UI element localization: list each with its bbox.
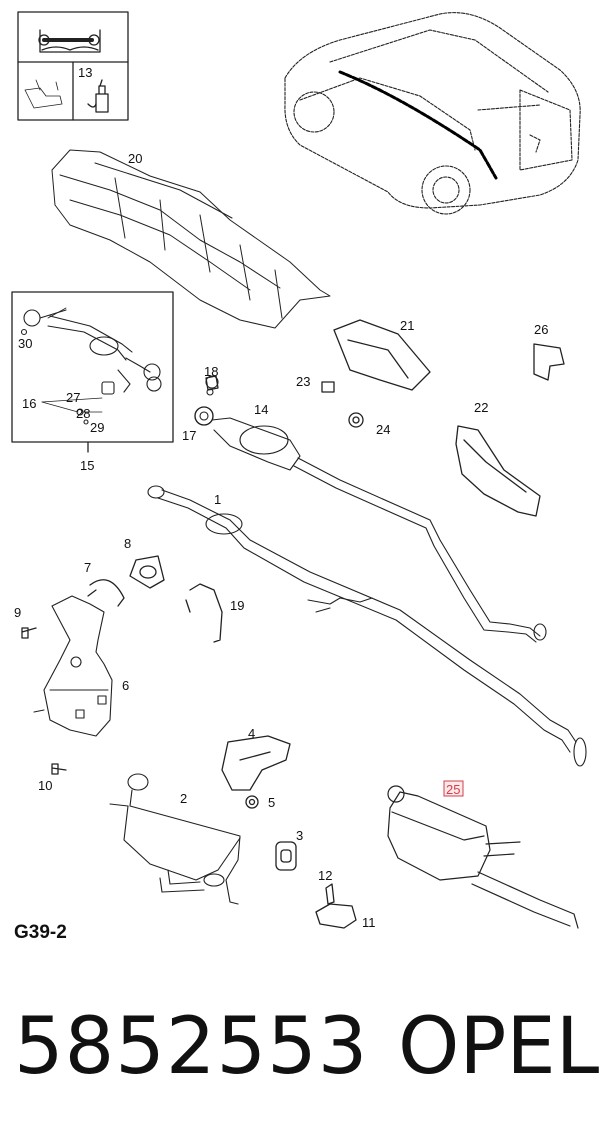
front-pipe-14 xyxy=(194,375,547,643)
grommet-5 xyxy=(245,795,259,809)
callout-7: 7 xyxy=(84,560,91,575)
callout-16: 16 xyxy=(22,396,36,411)
brand-name: OPEL xyxy=(398,1002,600,1092)
callout-22: 22 xyxy=(474,400,488,415)
callout-11: 11 xyxy=(362,915,376,930)
clamp-11 xyxy=(315,903,357,929)
callout-3: 3 xyxy=(296,828,303,843)
callout-12: 12 xyxy=(318,868,332,883)
callout-15: 15 xyxy=(80,458,94,473)
figure-code: G39-2 xyxy=(14,922,67,943)
callout-10: 10 xyxy=(38,778,52,793)
callout-6: 6 xyxy=(122,678,129,693)
callout-4: 4 xyxy=(248,726,255,741)
hanger-3 xyxy=(275,841,297,871)
heat-shield-20 xyxy=(51,149,331,329)
callout-26: 26 xyxy=(534,322,548,337)
detail-box-15 xyxy=(11,291,174,443)
callout-29: 29 xyxy=(90,420,104,435)
callout-2: 2 xyxy=(180,791,187,806)
bracket-4 xyxy=(221,735,291,791)
callout-5: 5 xyxy=(268,795,275,810)
heat-shield-22 xyxy=(455,425,541,517)
gasket-17 xyxy=(194,406,214,426)
callout-labels: 13 20 30 27 16 28 29 15 18 14 17 21 23 2… xyxy=(14,65,548,930)
callout-17: 17 xyxy=(182,428,196,443)
callout-30: 30 xyxy=(18,336,32,351)
rear-muffler-2 xyxy=(109,773,241,905)
catalytic-converter-6 xyxy=(33,595,113,737)
nut-18 xyxy=(205,375,219,391)
callout-24: 24 xyxy=(376,422,390,437)
callout-21: 21 xyxy=(400,318,414,333)
sealant-bottle-icon xyxy=(87,79,109,113)
callout-25: 25 xyxy=(446,782,460,797)
clamp-7 xyxy=(87,579,125,607)
callout-8: 8 xyxy=(124,536,131,551)
callout-28: 28 xyxy=(76,406,90,421)
callout-23: 23 xyxy=(296,374,310,389)
callout-19: 19 xyxy=(230,598,244,613)
bracket-21 xyxy=(333,319,431,391)
centre-pipe-1 xyxy=(147,485,587,767)
callout-18: 18 xyxy=(204,364,218,379)
part-number: 5852553 xyxy=(14,1002,369,1092)
fluid-tank-icon xyxy=(24,79,63,109)
downpipe-15 xyxy=(20,309,162,425)
nut-23 xyxy=(321,381,335,393)
callout-13: 13 xyxy=(78,65,92,80)
callout-1: 1 xyxy=(214,492,221,507)
bolt-9 xyxy=(21,627,37,639)
rear-silencer-25 xyxy=(387,785,579,929)
callout-27: 27 xyxy=(66,390,80,405)
manual-wrench-icon xyxy=(38,29,101,53)
callout-9: 9 xyxy=(14,605,21,620)
bracket-26 xyxy=(533,343,565,381)
bolt-12 xyxy=(325,883,335,905)
gasket-8 xyxy=(129,555,165,589)
bracket-19 xyxy=(185,583,223,643)
car-outline xyxy=(284,12,581,215)
highlighted-callout-25: 25 xyxy=(443,780,464,797)
callout-20: 20 xyxy=(128,151,142,166)
bolt-10 xyxy=(51,763,67,775)
grommet-24 xyxy=(348,412,364,428)
callout-14: 14 xyxy=(254,402,268,417)
info-box xyxy=(17,11,129,121)
